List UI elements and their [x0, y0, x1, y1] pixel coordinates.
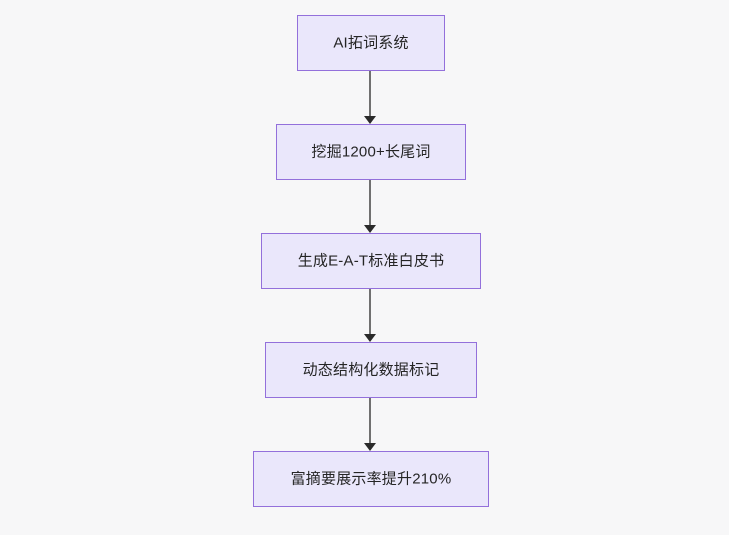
flow-connector-2	[364, 180, 376, 233]
connector-line	[369, 398, 371, 444]
flow-connector-3	[364, 289, 376, 342]
flow-node-label: 富摘要展示率提升210%	[290, 470, 452, 487]
arrowhead-icon	[364, 334, 376, 342]
arrowhead-icon	[364, 116, 376, 124]
arrowhead-icon	[364, 225, 376, 233]
flow-node-label: 动态结构化数据标记	[302, 361, 440, 378]
flow-node-1[interactable]: AI拓词系统	[297, 15, 445, 71]
connector-line	[369, 71, 371, 117]
flow-node-3[interactable]: 生成E-A-T标准白皮书	[261, 233, 481, 289]
flow-connector-4	[364, 398, 376, 451]
flow-node-label: 生成E-A-T标准白皮书	[297, 252, 445, 269]
flow-connector-1	[364, 71, 376, 124]
arrowhead-icon	[364, 443, 376, 451]
flow-node-label: AI拓词系统	[333, 34, 409, 51]
connector-line	[369, 289, 371, 335]
flow-node-2[interactable]: 挖掘1200+长尾词	[276, 124, 466, 180]
flow-node-label: 挖掘1200+长尾词	[311, 143, 431, 160]
flow-node-5[interactable]: 富摘要展示率提升210%	[253, 451, 489, 507]
flow-node-4[interactable]: 动态结构化数据标记	[265, 342, 477, 398]
connector-line	[369, 180, 371, 226]
